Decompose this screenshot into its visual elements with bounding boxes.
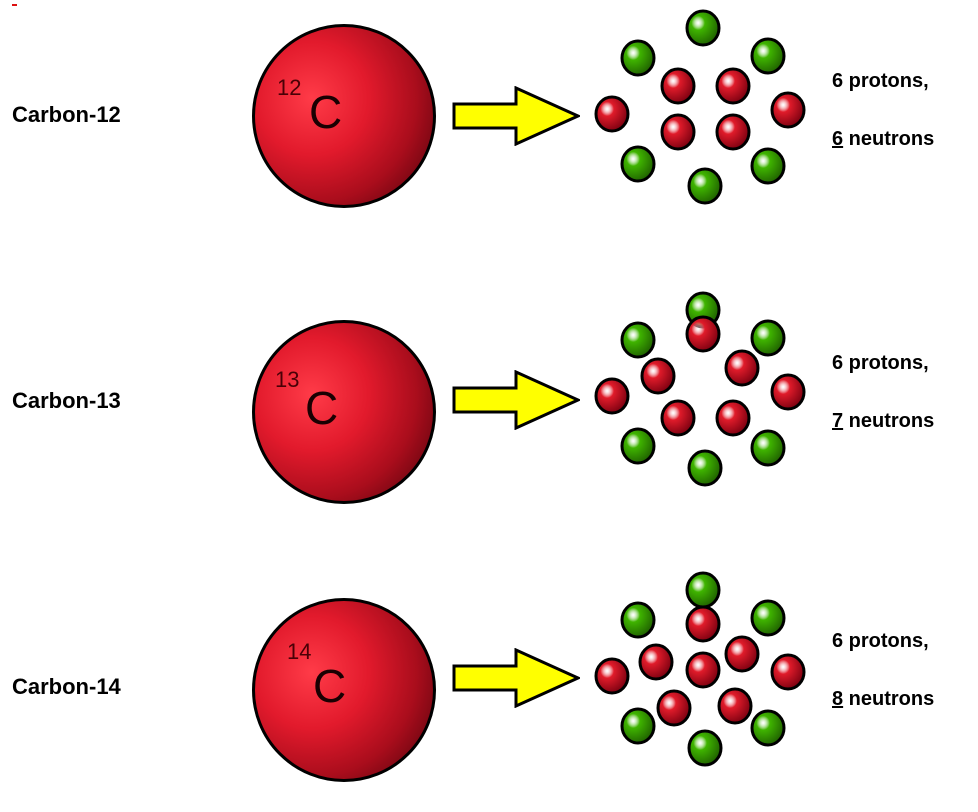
mass-number: 12 <box>277 75 302 100</box>
neutrons-word: neutrons <box>843 688 935 710</box>
protons-text: 6 protons, <box>832 352 929 374</box>
atom-sphere: 14 C <box>252 598 436 782</box>
neutron-particle <box>620 707 656 745</box>
neutrons-text: 6 neutrons <box>832 110 934 168</box>
neutron-particle <box>685 9 721 47</box>
nucleus-diagram <box>594 571 806 767</box>
corner-mark <box>12 4 17 6</box>
neutron-particle <box>620 145 656 183</box>
proton-particle <box>640 357 676 395</box>
proton-particle <box>660 67 696 105</box>
proton-particle <box>685 315 721 353</box>
neutrons-text: 7 neutrons <box>832 392 934 450</box>
mass-number: 13 <box>275 367 300 392</box>
protons-text: 6 protons, <box>832 70 929 92</box>
element-symbol: C <box>313 660 347 712</box>
proton-particle <box>770 653 806 691</box>
proton-particle <box>715 113 751 151</box>
proton-particle <box>770 91 806 129</box>
neutron-particle <box>687 729 723 767</box>
neutrons-word: neutrons <box>843 128 935 150</box>
neutron-particle <box>620 601 656 639</box>
proton-particle <box>594 657 630 695</box>
isotope-row-carbon-13: Carbon-13 13 C 6 protons, 7 neutrons <box>0 288 978 528</box>
neutrons-word: neutrons <box>843 410 935 432</box>
protons-text: 6 protons, <box>832 630 929 652</box>
nucleus-diagram <box>594 291 806 487</box>
isotope-row-carbon-12: Carbon-12 12 C 6 protons, 6 neutrons <box>0 0 978 240</box>
arrow-icon <box>452 648 580 708</box>
neutron-particle <box>750 709 786 747</box>
proton-particle <box>660 113 696 151</box>
atom-sphere: 12 C <box>252 24 436 208</box>
proton-particle <box>724 635 760 673</box>
proton-particle <box>685 651 721 689</box>
proton-particle <box>638 643 674 681</box>
neutron-particle <box>687 167 723 205</box>
proton-particle <box>724 349 760 387</box>
neutron-particle <box>750 319 786 357</box>
proton-particle <box>660 399 696 437</box>
proton-particle <box>770 373 806 411</box>
neutron-number: 7 <box>832 410 844 432</box>
arrow-icon <box>452 370 580 430</box>
atom-sphere: 13 C <box>252 320 436 504</box>
neutrons-text: 8 neutrons <box>832 670 934 728</box>
particle-counts: 6 protons, 7 neutrons <box>832 334 934 450</box>
element-symbol: C <box>305 382 339 434</box>
arrow-icon <box>452 86 580 146</box>
mass-number: 14 <box>287 639 312 664</box>
particle-counts: 6 protons, 6 neutrons <box>832 52 934 168</box>
proton-particle <box>594 95 630 133</box>
neutron-particle <box>685 571 721 609</box>
proton-particle <box>685 605 721 643</box>
isotope-label: Carbon-13 <box>12 388 121 413</box>
nucleus-diagram <box>594 9 806 205</box>
neutron-particle <box>750 37 786 75</box>
proton-particle <box>717 687 753 725</box>
proton-particle <box>715 67 751 105</box>
proton-particle <box>594 377 630 415</box>
isotope-label: Carbon-12 <box>12 102 121 127</box>
neutron-particle <box>750 429 786 467</box>
proton-particle <box>715 399 751 437</box>
neutron-number: 6 <box>832 128 844 150</box>
neutron-particle <box>620 427 656 465</box>
neutron-particle <box>750 599 786 637</box>
isotope-row-carbon-14: Carbon-14 14 C 6 protons, 8 neutrons <box>0 571 978 812</box>
neutron-particle <box>750 147 786 185</box>
neutron-particle <box>620 321 656 359</box>
element-symbol: C <box>309 86 343 138</box>
neutron-particle <box>620 39 656 77</box>
isotope-label: Carbon-14 <box>12 674 121 699</box>
particle-counts: 6 protons, 8 neutrons <box>832 612 934 728</box>
neutron-particle <box>687 449 723 487</box>
proton-particle <box>656 689 692 727</box>
neutron-number: 8 <box>832 688 844 710</box>
